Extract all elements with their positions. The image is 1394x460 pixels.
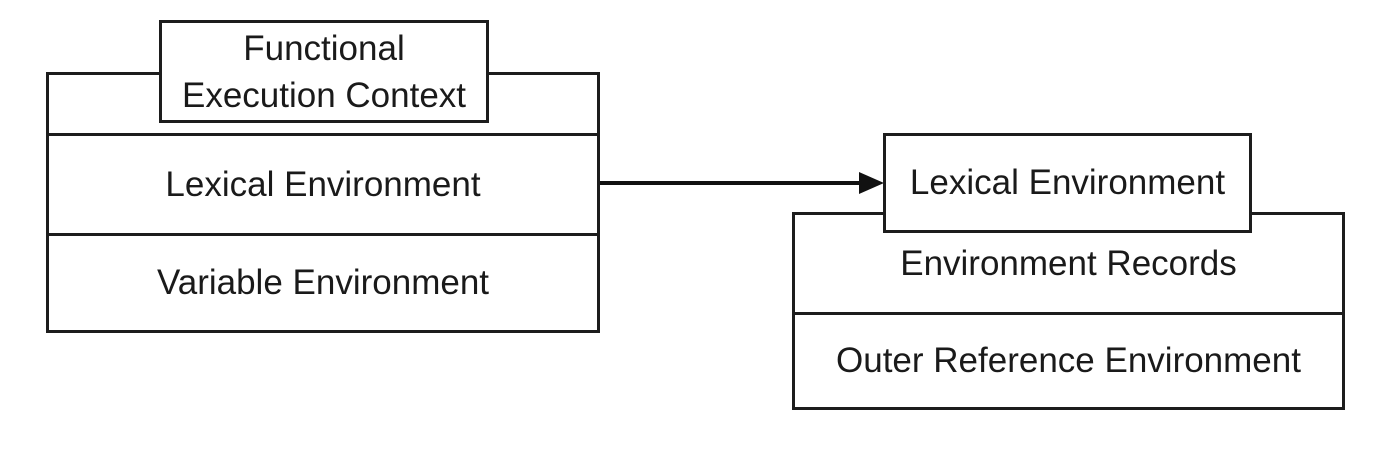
outer-reference-environment-row: Outer Reference Environment bbox=[795, 312, 1342, 407]
functional-execution-context-label-line1: Functional bbox=[243, 28, 405, 68]
lexical-environment-row-label: Lexical Environment bbox=[165, 164, 481, 204]
right-lexical-environment-label: Lexical Environment bbox=[909, 163, 1226, 202]
right-lexical-environment-box: Lexical Environment bbox=[883, 133, 1252, 233]
arrow-line bbox=[600, 181, 861, 185]
variable-environment-row-label: Variable Environment bbox=[156, 263, 490, 302]
lexical-environment-row: Lexical Environment bbox=[49, 133, 597, 233]
environment-records-label: Environment Records bbox=[900, 243, 1237, 283]
functional-execution-context-box: Functional Execution Context bbox=[159, 20, 489, 123]
lexical-environment-stack: Environment Records Outer Reference Envi… bbox=[792, 212, 1345, 410]
environment-records-row: Environment Records bbox=[795, 215, 1342, 312]
outer-reference-environment-label: Outer Reference Environment bbox=[836, 341, 1301, 380]
arrow-head-icon bbox=[859, 172, 884, 194]
variable-environment-row: Variable Environment bbox=[49, 233, 597, 330]
functional-execution-context-label-line2: Execution Context bbox=[181, 75, 467, 115]
